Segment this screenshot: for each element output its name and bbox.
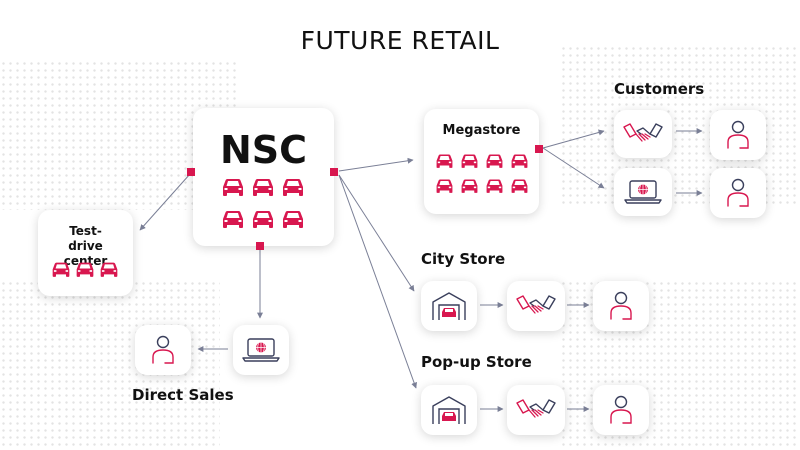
car-icon [51, 260, 71, 281]
city-store-person-box [593, 281, 649, 331]
car-icon [510, 152, 529, 172]
nsc-box: NSC [193, 108, 334, 246]
car-icon [99, 260, 119, 281]
arrow-megastore-to-laptop [542, 147, 605, 189]
megastore-label: Megastore [442, 123, 521, 138]
page-title: FUTURE RETAIL [300, 26, 500, 55]
popup-store-handshake-box [507, 385, 565, 435]
test-drive-label: Test-drive center [63, 224, 108, 268]
car-icon [510, 177, 529, 197]
laptop-globe-icon [242, 338, 280, 362]
car-icon [435, 152, 454, 172]
customer-laptop-box [614, 168, 672, 216]
car-icon [281, 176, 305, 200]
car-icon [485, 152, 504, 172]
arrow-nsc-to-megastore [338, 157, 414, 172]
connector-node-nsc-right [330, 168, 338, 176]
customers-label: Customers [614, 80, 705, 98]
store-garage-icon [432, 292, 466, 320]
city-store-label: City Store [421, 250, 506, 268]
car-icon [75, 260, 95, 281]
arrow-nsc-to-popup-store [338, 174, 417, 389]
connector-node-nsc-left [187, 168, 195, 176]
person-icon [727, 178, 749, 207]
connector-node-nsc-bottom [256, 242, 264, 250]
arrow-megastore-to-handshake [542, 129, 605, 149]
laptop-globe-icon [624, 180, 662, 204]
popup-store-label: Pop-up Store [421, 353, 532, 371]
direct-sales-label: Direct Sales [132, 386, 234, 404]
handshake-icon [516, 399, 556, 418]
store-garage-icon [432, 396, 466, 424]
direct-sales-laptop-box [233, 325, 289, 375]
car-icon [460, 177, 479, 197]
car-icon [485, 177, 504, 197]
car-icon [460, 152, 479, 172]
person-icon [610, 291, 632, 320]
megastore-box: Megastore [424, 109, 539, 214]
customer-person-box-1 [710, 110, 766, 160]
person-icon [727, 120, 749, 149]
customer-handshake-box [614, 110, 672, 158]
test-drive-box: Test-drive center [38, 210, 133, 296]
city-store-garage-box [421, 281, 477, 331]
car-icon [435, 177, 454, 197]
arrow-nsc-to-city-store [338, 174, 415, 292]
handshake-icon [623, 123, 663, 142]
person-icon [610, 395, 632, 424]
popup-store-person-box [593, 385, 649, 435]
car-icon [281, 208, 305, 232]
connector-node-megastore [535, 145, 543, 153]
nsc-label: NSC [219, 128, 308, 172]
handshake-icon [516, 295, 556, 314]
car-icon [251, 176, 275, 200]
car-icon [251, 208, 275, 232]
popup-store-garage-box [421, 385, 477, 435]
direct-sales-person-box [135, 325, 191, 375]
city-store-handshake-box [507, 281, 565, 331]
car-icon [221, 208, 245, 232]
car-icon [221, 176, 245, 200]
person-icon [152, 335, 174, 364]
customer-person-box-2 [710, 168, 766, 218]
arrow-nsc-to-test-drive [139, 173, 191, 231]
